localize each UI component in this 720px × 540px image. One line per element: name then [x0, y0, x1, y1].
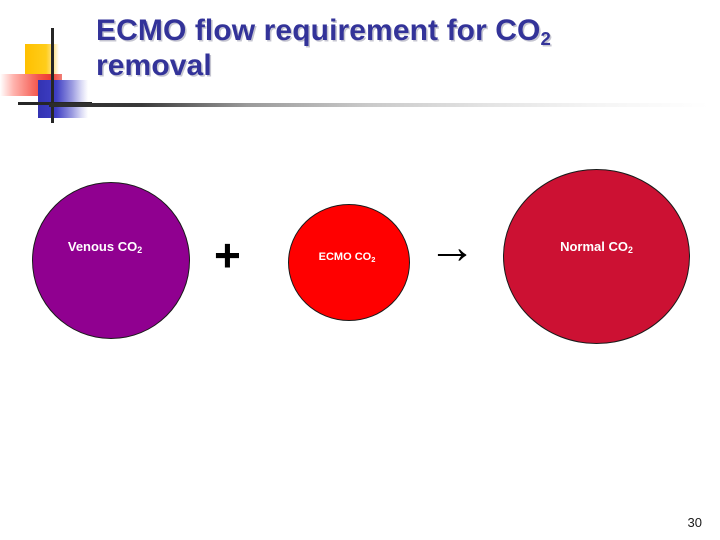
- bubble-normal-label-subscript: 2: [627, 245, 633, 256]
- bubble-ecmo-co2: ECMO CO2: [288, 204, 410, 321]
- bubble-ecmo-label-text: ECMO CO: [318, 250, 372, 263]
- title-line-1-text: ECMO flow requirement for CO: [96, 14, 541, 47]
- plus-operator-icon: +: [214, 229, 241, 281]
- bubble-normal-label-text: Normal CO: [560, 239, 628, 254]
- bubble-normal-co2: Normal CO2: [503, 169, 690, 344]
- bubble-normal-label: Normal CO2: [560, 239, 633, 256]
- title-block: ECMO flow requirement for CO2 removal: [96, 14, 708, 84]
- bubble-ecmo-label-subscript: 2: [371, 254, 376, 264]
- bubble-venous-label-text: Venous CO: [67, 239, 138, 254]
- blue-square-icon: [38, 80, 88, 118]
- title-subscript: 2: [540, 27, 551, 49]
- bubble-venous-co2: Venous CO2: [32, 182, 190, 339]
- bubble-ecmo-label: ECMO CO2: [318, 250, 376, 264]
- vertical-rule-icon: [51, 28, 54, 123]
- bubble-venous-label: Venous CO2: [67, 239, 143, 256]
- page-title: ECMO flow requirement for CO2 removal: [96, 14, 708, 84]
- right-arrow-icon: →: [428, 221, 476, 274]
- title-line-2-text: removal: [96, 48, 212, 82]
- bubble-venous-label-subscript: 2: [137, 245, 143, 256]
- corner-decoration: [0, 28, 108, 126]
- title-underline: [49, 103, 709, 107]
- slide-number: 30: [687, 515, 702, 530]
